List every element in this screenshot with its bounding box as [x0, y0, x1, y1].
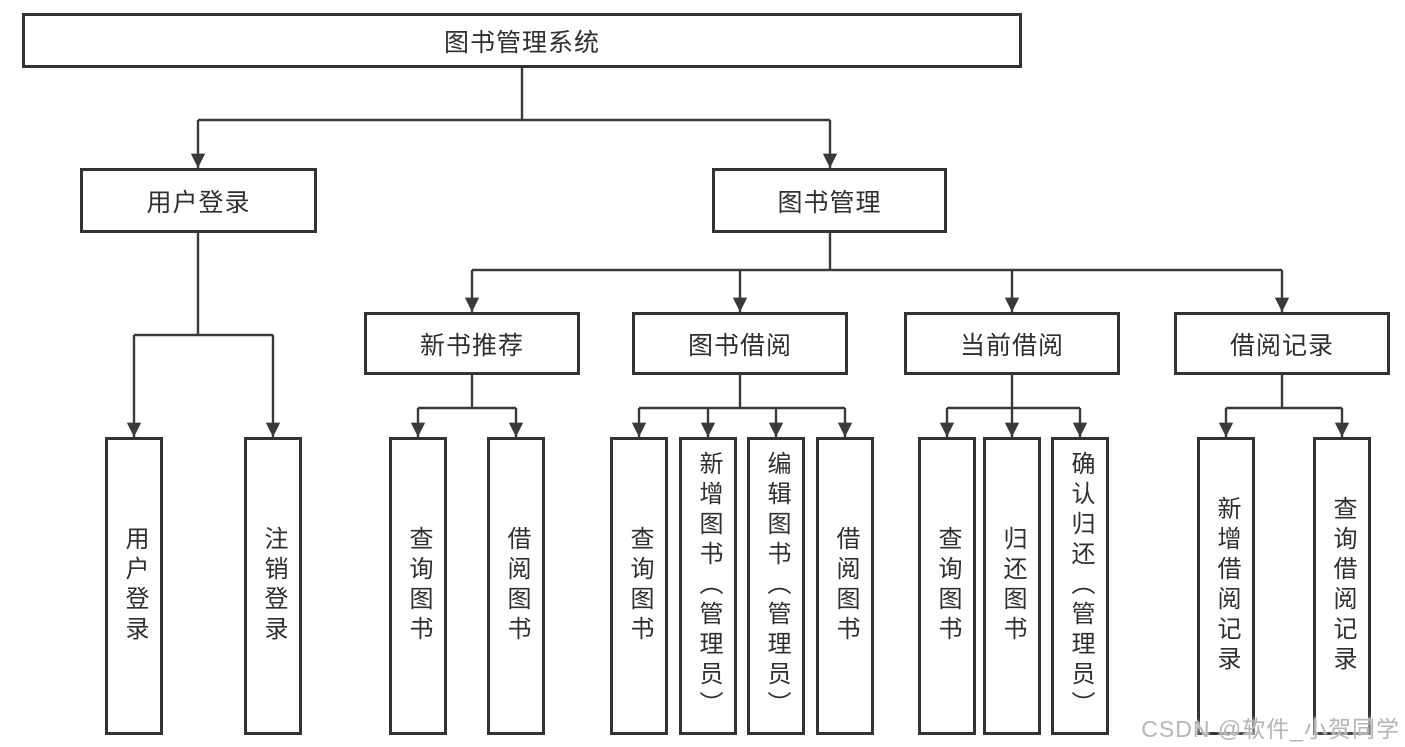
node-label: 用户登录 — [146, 188, 251, 217]
node-label: 查询借阅记录 — [1329, 496, 1356, 676]
leaf-bb-edit-books-admin: 编辑图书（管理员） — [747, 437, 805, 735]
leaf-bb-query-books: 查询图书 — [610, 437, 668, 735]
node-label: 新增借阅记录 — [1213, 496, 1240, 676]
node-root-library-management-system: 图书管理系统 — [22, 13, 1022, 68]
node-label: 图书管理 — [777, 188, 882, 217]
leaf-cb-query-books: 查询图书 — [918, 437, 976, 735]
node-book-management: 图书管理 — [712, 168, 947, 233]
leaf-cb-confirm-return-admin: 确认归还（管理员） — [1051, 437, 1109, 735]
node-label: 用户登录 — [121, 526, 148, 646]
node-label: 编辑图书（管理员） — [763, 451, 790, 721]
node-label: 归还图书 — [999, 526, 1026, 646]
leaf-br-add-record: 新增借阅记录 — [1197, 437, 1255, 735]
node-book-borrowing: 图书借阅 — [632, 312, 848, 375]
node-label: 查询图书 — [405, 526, 432, 646]
leaf-bb-borrow-books: 借阅图书 — [816, 437, 874, 735]
node-label: 当前借阅 — [959, 331, 1064, 360]
csdn-watermark: CSDN @软件_小贺同学 — [1141, 716, 1400, 742]
leaf-br-query-record: 查询借阅记录 — [1313, 437, 1371, 735]
leaf-cb-return-books: 归还图书 — [983, 437, 1041, 735]
node-current-borrowing: 当前借阅 — [904, 312, 1120, 375]
node-new-book-recommendation: 新书推荐 — [364, 312, 580, 375]
node-label: 新书推荐 — [419, 331, 524, 360]
node-label: 查询图书 — [626, 526, 653, 646]
leaf-logout-login: 注销登录 — [244, 437, 302, 735]
node-user-login: 用户登录 — [80, 168, 317, 233]
leaf-nb-query-books: 查询图书 — [389, 437, 447, 735]
node-borrowing-records: 借阅记录 — [1174, 312, 1390, 375]
node-label: 借阅图书 — [832, 526, 859, 646]
leaf-bb-add-books-admin: 新增图书（管理员） — [679, 437, 737, 735]
node-label: 确认归还（管理员） — [1067, 451, 1094, 721]
node-label: 借阅图书 — [503, 526, 530, 646]
node-label: 图书借阅 — [687, 331, 792, 360]
leaf-nb-borrow-books: 借阅图书 — [487, 437, 545, 735]
node-label: 查询图书 — [934, 526, 961, 646]
node-label: 新增图书（管理员） — [695, 451, 722, 721]
leaf-user-login: 用户登录 — [105, 437, 163, 735]
node-label: 注销登录 — [260, 526, 287, 646]
node-label: 借阅记录 — [1229, 331, 1334, 360]
node-label: 图书管理系统 — [443, 28, 600, 57]
